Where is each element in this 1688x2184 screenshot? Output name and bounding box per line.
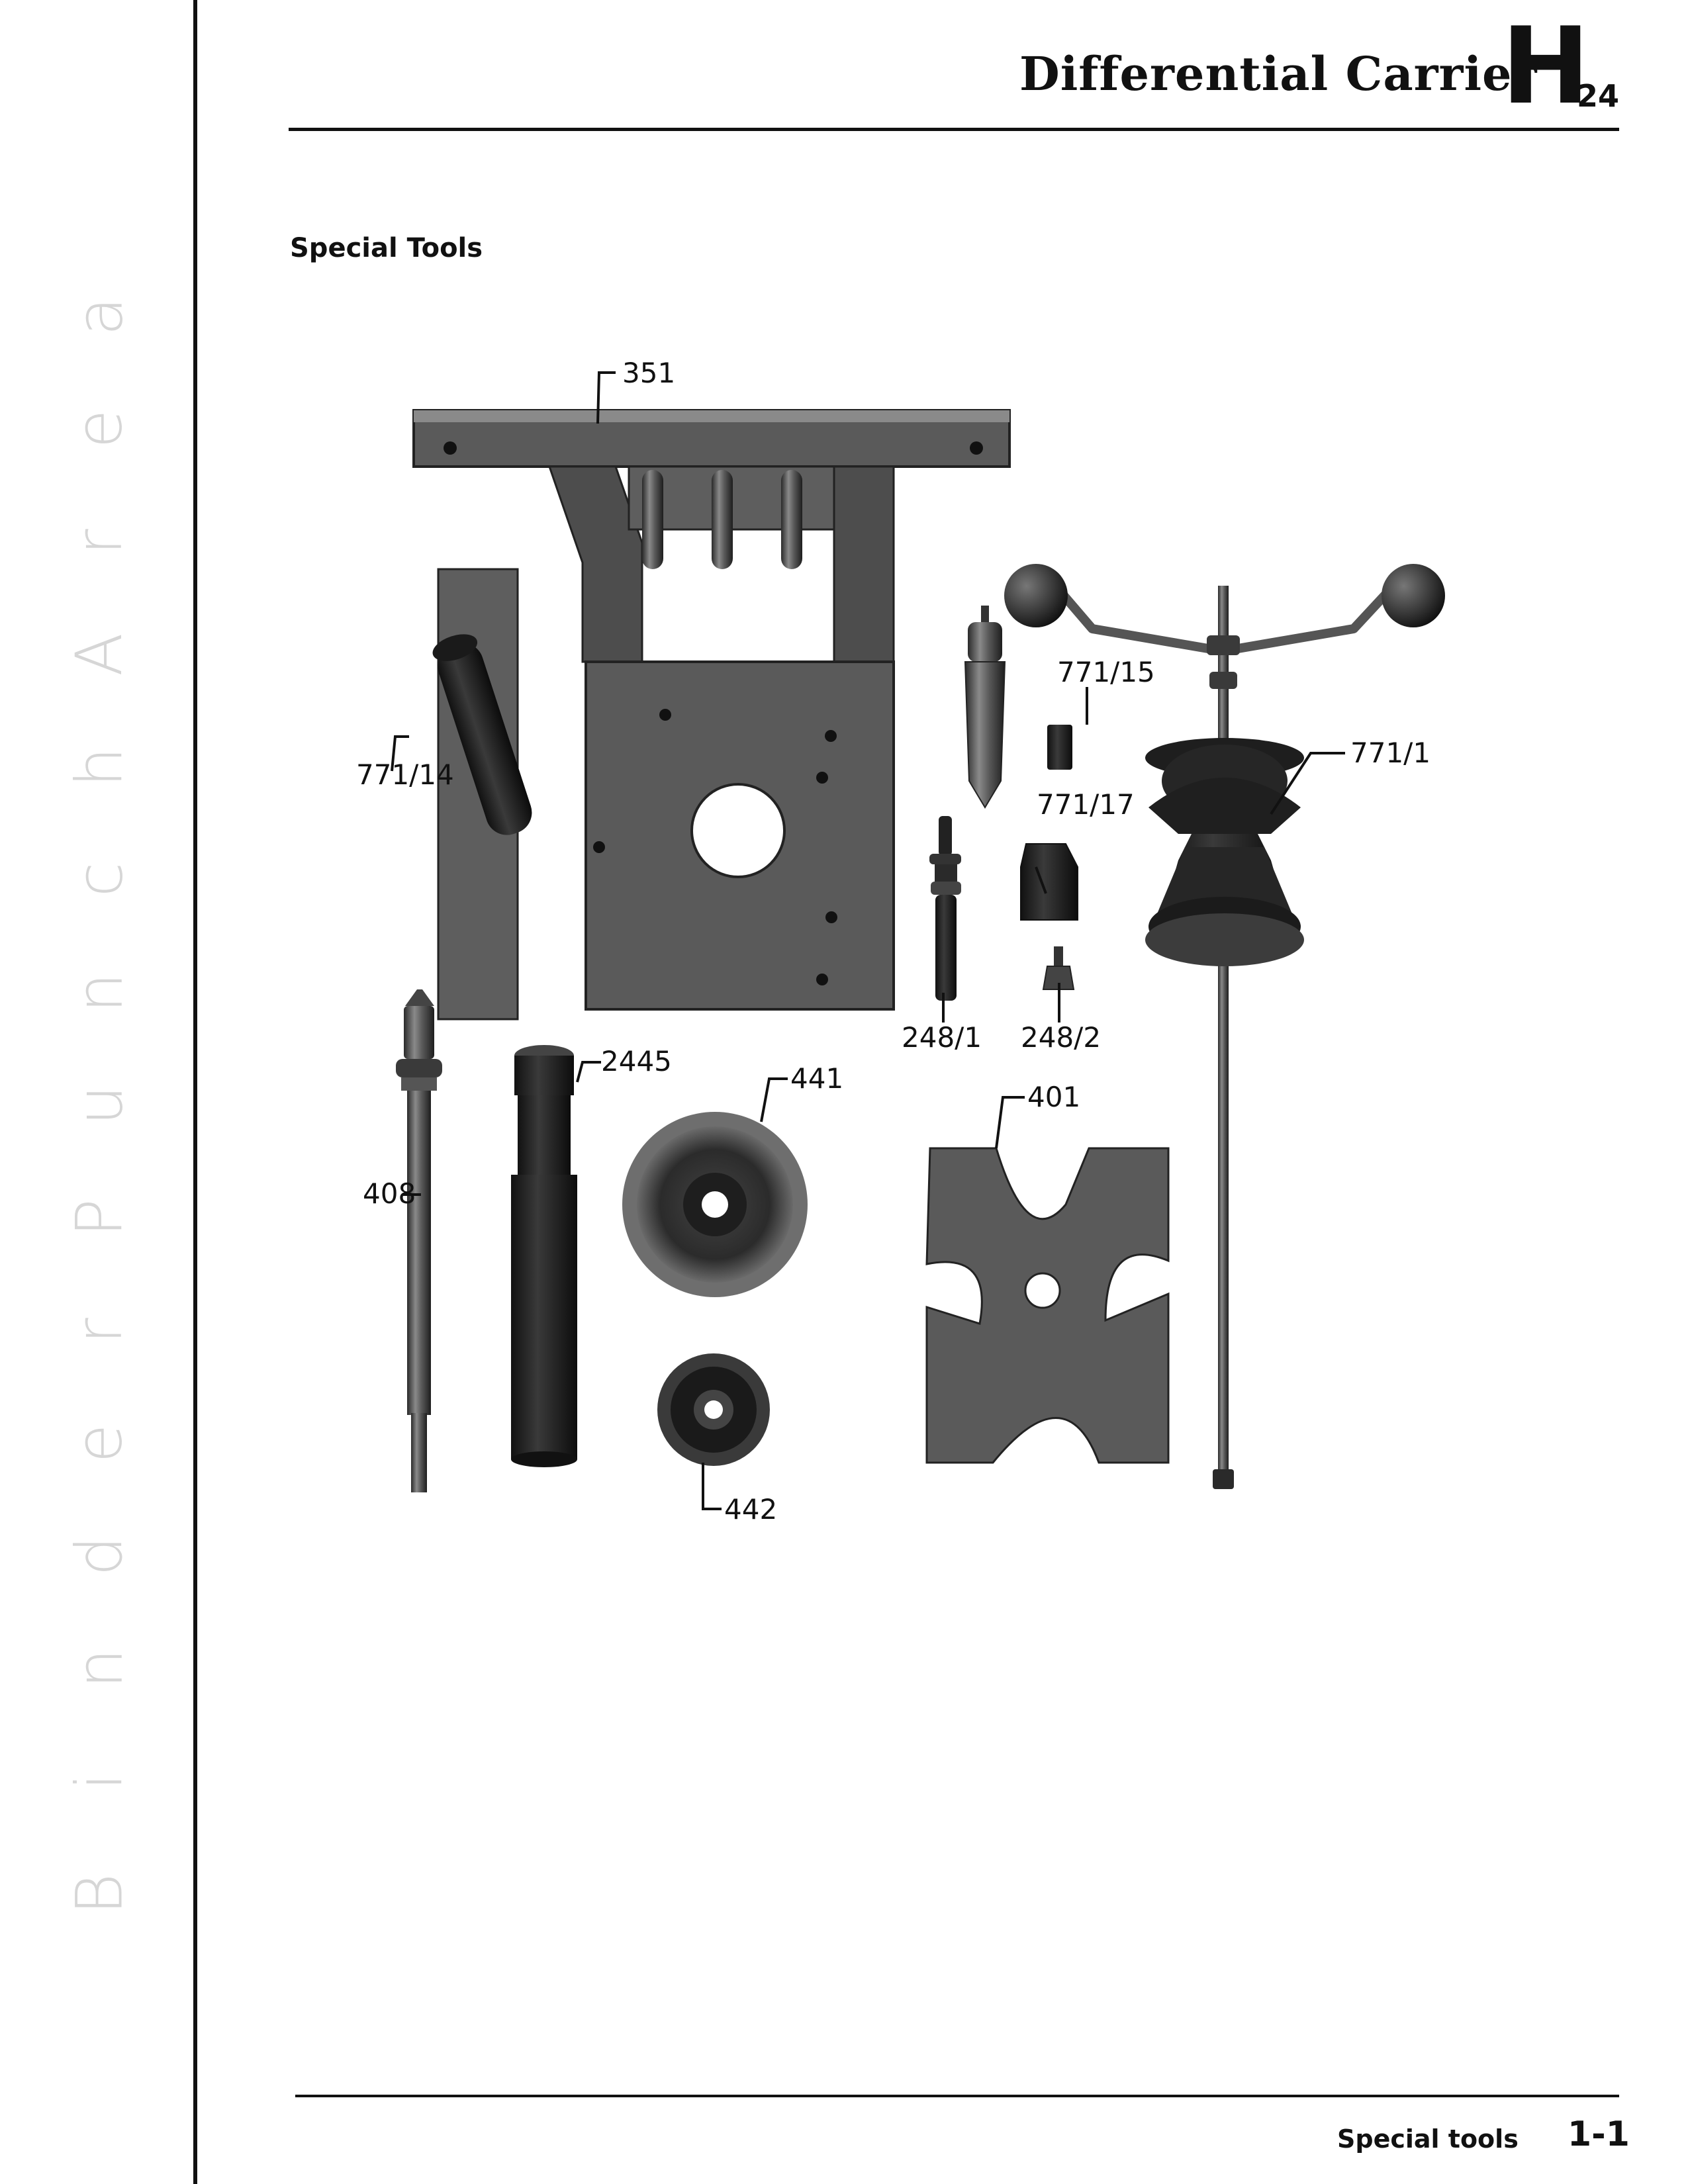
- callout-442: 442: [724, 1493, 777, 1525]
- section-heading: Special Tools: [290, 233, 483, 263]
- callout-771-15: 771/15: [1057, 656, 1155, 688]
- binder-letter: B: [62, 1873, 136, 1915]
- tool-351: [412, 409, 1011, 1011]
- section-letter: H: [1501, 4, 1590, 128]
- page-title: Differential Carrier: [1019, 46, 1538, 101]
- callout-441: 441: [790, 1062, 843, 1095]
- tool-442: [657, 1353, 770, 1466]
- page-number: 1-1: [1568, 2115, 1630, 2154]
- callout-leaders: [391, 371, 1345, 1510]
- tool-248-1: [929, 816, 961, 1001]
- binder-letter: u: [62, 1085, 136, 1126]
- binder-letter: r: [62, 528, 136, 555]
- tool-2445: [511, 1045, 577, 1467]
- tool-441: [622, 1112, 808, 1297]
- binder-letter: c: [62, 862, 136, 897]
- binder-letter: h: [62, 747, 136, 788]
- header-rule: [289, 128, 1619, 131]
- tool-771-14: [432, 568, 532, 1021]
- footer-section-label: Special tools: [1337, 2124, 1519, 2154]
- tool-401: [925, 1147, 1170, 1464]
- tool-248-2: [1042, 946, 1075, 990]
- binder-punch-area: a e r A h c n u P r e d n i B: [0, 0, 196, 2184]
- binder-letter: r: [62, 1317, 136, 1344]
- callout-351: 351: [622, 357, 675, 389]
- binder-letter: d: [62, 1535, 136, 1576]
- callout-248-2: 248/2: [1021, 1021, 1101, 1054]
- special-tools-illustration: 351 771/14 771/15 771/1 771/17 248/1 248…: [356, 357, 1445, 1525]
- binder-rule: [193, 0, 197, 2184]
- callout-2445: 2445: [601, 1045, 672, 1077]
- tool-408: [396, 989, 442, 1492]
- binder-punch-area-text: a e r A h c n u P r e d n i B: [60, 285, 139, 1926]
- callout-771-1: 771/1: [1350, 737, 1430, 769]
- binder-letter: e: [62, 1424, 136, 1463]
- tool-centering-drift: [964, 606, 1006, 809]
- callout-248-1: 248/1: [902, 1021, 982, 1054]
- footer-rule: [295, 2095, 1619, 2097]
- callout-771-17: 771/17: [1037, 788, 1135, 821]
- callout-408: 408: [363, 1177, 416, 1210]
- section-number: 24: [1577, 78, 1620, 114]
- binder-letter: P: [62, 1199, 136, 1238]
- binder-letter: A: [62, 633, 136, 676]
- callout-771-14: 771/14: [356, 758, 454, 791]
- binder-letter: e: [62, 409, 136, 449]
- tool-771-1: [1004, 564, 1445, 1489]
- callout-401: 401: [1027, 1081, 1080, 1113]
- binder-letter: a: [62, 296, 136, 336]
- tool-771-17: [1020, 843, 1078, 921]
- binder-letter: i: [62, 1772, 136, 1790]
- tool-771-15: [1047, 725, 1072, 770]
- binder-letter: n: [62, 1648, 136, 1689]
- special-tools-figure: 351 771/14 771/15 771/1 771/17 248/1 248…: [331, 344, 1456, 1569]
- binder-letter: n: [62, 972, 136, 1013]
